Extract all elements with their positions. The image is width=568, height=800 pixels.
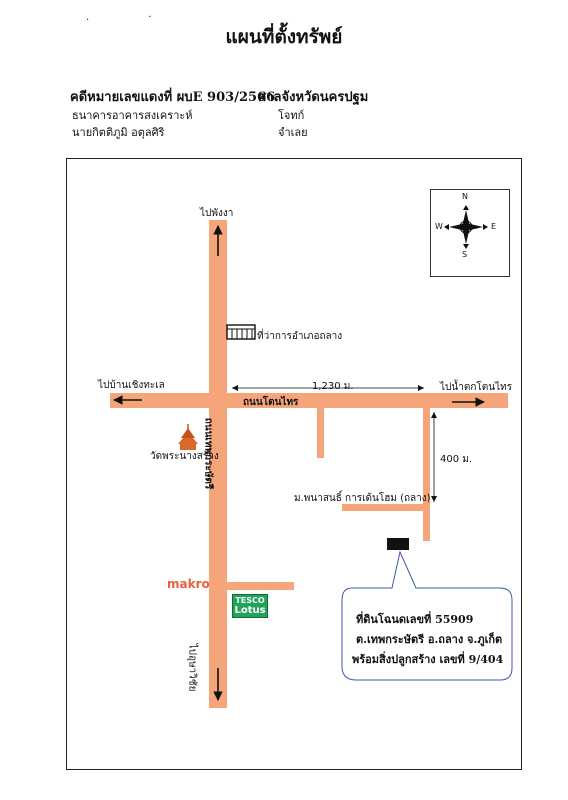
label-district-office: ที่ว่าการอำเภอถลาง bbox=[257, 331, 343, 342]
compass-w: W bbox=[435, 222, 443, 231]
tesco-lotus-logo: TESCO Lotus bbox=[232, 594, 268, 618]
label-to-namtok-ton-sai: ไปน้ำตกโตนไทร bbox=[440, 382, 513, 393]
scan-marks: . · bbox=[86, 12, 180, 23]
property-line-2: ต.เทพกระษัตรี อ.ถลาง จ.ภูเก็ต bbox=[356, 633, 503, 646]
makro-logo: makro bbox=[167, 577, 210, 591]
property-line-3: พร้อมสิ่งปลูกสร้าง เลขที่ 9/404 bbox=[352, 653, 504, 666]
label-distance-400: 400 ม. bbox=[440, 454, 473, 465]
label-distance-1230: 1,230 ม. bbox=[312, 381, 354, 392]
compass-box: N S W E bbox=[430, 189, 510, 277]
label-to-ban-choeng-thale: ไปบ้านเชิงทะเล bbox=[98, 380, 165, 391]
label-road-ton-sai: ถนนโตนไทร bbox=[243, 397, 299, 408]
road-ton-sai bbox=[110, 393, 508, 408]
label-village: ม.พนาสนธิ์ การเด้นโฮม (ถลาง) bbox=[294, 493, 431, 504]
defendant-role: จำเลย bbox=[278, 126, 308, 139]
compass-n: N bbox=[462, 192, 468, 201]
compass-s: S bbox=[462, 250, 468, 259]
side-road-1 bbox=[317, 406, 324, 458]
temple-icon bbox=[178, 424, 198, 450]
label-to-surat-thani: ไปอุษาวิชัย bbox=[186, 643, 198, 692]
page-title: แผนที่ตั้งทรัพย์ bbox=[225, 26, 343, 48]
property-line-1: ที่ดินโฉนดเลขที่ 55909 bbox=[356, 613, 474, 626]
label-wat-phra-nang-sang: วัดพระนางสร้าง bbox=[150, 451, 219, 462]
defendant-name: นายกิตติภูมิ อตุลศิริ bbox=[72, 126, 165, 139]
plaintiff-role: โจทก์ bbox=[278, 109, 305, 122]
compass-e: E bbox=[491, 222, 497, 231]
road-thepkrasattri bbox=[209, 220, 227, 708]
compass-rose-icon bbox=[444, 205, 488, 249]
label-to-phang-nga: ไปพังงา bbox=[200, 208, 234, 219]
side-road-village bbox=[342, 504, 428, 511]
map-frame bbox=[66, 158, 522, 770]
property-marker bbox=[387, 538, 409, 550]
district-office-icon bbox=[226, 324, 256, 340]
side-road-tesco bbox=[225, 582, 294, 590]
property-callout bbox=[341, 550, 513, 681]
case-number: คดีหมายเลขแดงที่ ผบE 903/2566 bbox=[70, 90, 276, 105]
court-name: ศาลจังหวัดนครปฐม bbox=[258, 90, 369, 105]
plaintiff-name: ธนาคารอาคารสงเคราะห์ bbox=[72, 109, 193, 122]
side-road-2 bbox=[423, 406, 430, 541]
